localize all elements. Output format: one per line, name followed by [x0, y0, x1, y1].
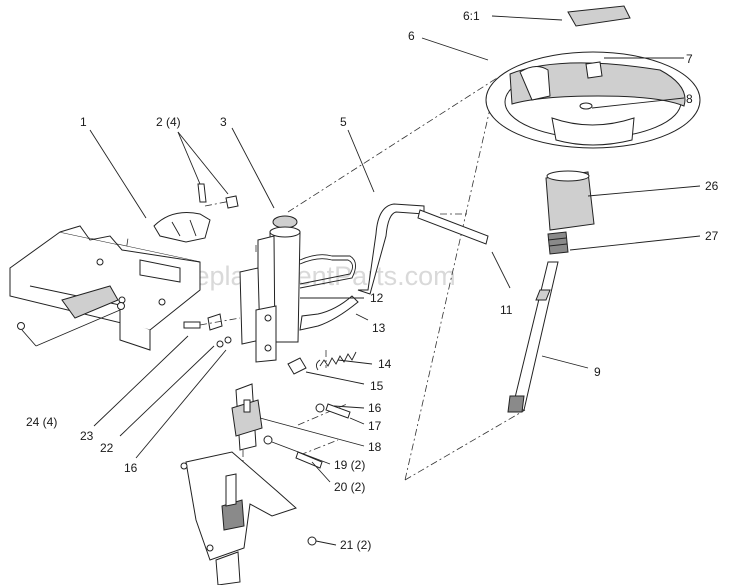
- shift-rod: [299, 254, 356, 289]
- nut: [263, 435, 323, 469]
- callout-16: 16: [368, 401, 382, 415]
- watermark: eReplacementParts.com: [160, 261, 456, 291]
- callout-6: 6: [408, 29, 415, 43]
- callout-17: 17: [368, 419, 382, 433]
- callout-27: 27: [705, 229, 719, 243]
- lever: [357, 203, 489, 295]
- callout-20: 20 (2): [334, 480, 365, 494]
- callout-26: 26: [705, 179, 719, 193]
- callout-3: 3: [220, 115, 227, 129]
- callout-8: 8: [686, 92, 693, 106]
- callout-13: 13: [372, 321, 386, 335]
- steering-column-tube: [239, 215, 301, 363]
- screw: [197, 183, 239, 209]
- callout-15: 15: [370, 379, 384, 393]
- steering-wheel: [485, 51, 701, 149]
- callout-7: 7: [686, 52, 693, 66]
- bolt-set-left: [183, 313, 241, 348]
- callout-24: 24 (4): [26, 415, 57, 429]
- bushing: [287, 357, 307, 375]
- callout-1: 1: [80, 115, 87, 129]
- callout-18: 18: [368, 440, 382, 454]
- nut-bottom: [307, 536, 317, 546]
- bracket: [153, 212, 211, 243]
- universal-joint: [231, 383, 263, 451]
- callout-23: 23: [80, 429, 94, 443]
- bolt: [315, 403, 351, 419]
- callout-16-left: 16: [124, 461, 138, 475]
- callout-19: 19 (2): [334, 458, 365, 472]
- callout-5: 5: [340, 115, 347, 129]
- collar: [547, 231, 569, 255]
- callout-6-1: 6:1: [463, 9, 480, 23]
- wheel-nut: [579, 61, 603, 110]
- callout-labels: 1 2 (4) 3 5 6 6:1 7 8 26 27 11 9 12 13 1…: [26, 9, 719, 552]
- base-bracket: [180, 451, 297, 585]
- callout-14: 14: [378, 357, 392, 371]
- callout-2: 2 (4): [156, 115, 181, 129]
- bolt-small: [17, 302, 125, 330]
- callout-22: 22: [100, 441, 114, 455]
- leader-lines: [21, 15, 701, 546]
- column-sleeve: [545, 170, 595, 231]
- callout-11: 11: [500, 303, 513, 317]
- callout-12: 12: [370, 291, 384, 305]
- callout-9: 9: [594, 365, 601, 379]
- mount-plate: [9, 225, 201, 351]
- steering-shaft: [507, 261, 559, 413]
- callout-21: 21 (2): [340, 538, 371, 552]
- wheel-cap: [567, 5, 631, 27]
- strap: [299, 295, 359, 331]
